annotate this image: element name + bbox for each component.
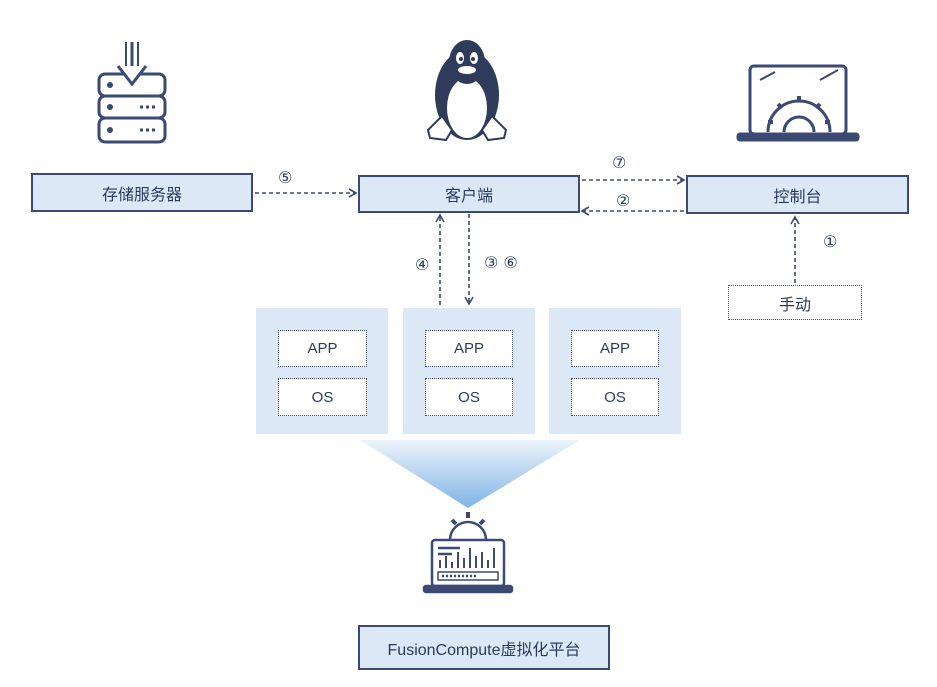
projection-beam bbox=[360, 440, 580, 508]
laptop-monitor-gear-icon bbox=[422, 512, 514, 594]
storage-server-node[interactable]: 存储服务器 bbox=[31, 173, 253, 212]
database-download-icon bbox=[97, 42, 167, 144]
laptop-gear-icon bbox=[736, 64, 860, 142]
vm3-app-label: APP bbox=[599, 340, 630, 357]
client-label: 客户端 bbox=[444, 186, 493, 205]
console-node[interactable]: 控制台 bbox=[686, 175, 909, 214]
platform-label: FusionCompute虚拟化平台 bbox=[387, 641, 581, 659]
step-label-4: ④ bbox=[415, 255, 430, 274]
manual-node[interactable]: 手动 bbox=[728, 285, 862, 320]
client-node[interactable]: 客户端 bbox=[358, 175, 580, 213]
step-label-1: ① bbox=[823, 232, 838, 251]
step-label-5: ⑤ bbox=[278, 168, 293, 187]
vm1-app[interactable]: APP bbox=[278, 330, 367, 367]
linux-penguin-icon bbox=[426, 40, 508, 142]
vm3-os[interactable]: OS bbox=[571, 378, 659, 416]
vm1-os[interactable]: OS bbox=[278, 378, 367, 416]
vm3-os-label: OS bbox=[604, 388, 626, 406]
storage-server-label: 存储服务器 bbox=[101, 184, 182, 204]
vm2-os-label: OS bbox=[458, 388, 480, 406]
vm1-os-label: OS bbox=[311, 388, 334, 406]
step-label-2: ② bbox=[616, 191, 631, 210]
vm1-app-label: APP bbox=[307, 340, 338, 357]
step-label-7: ⑦ bbox=[612, 153, 627, 172]
platform-node[interactable]: FusionCompute虚拟化平台 bbox=[358, 625, 610, 670]
console-label: 控制台 bbox=[773, 186, 822, 206]
vm2-app-label: APP bbox=[453, 340, 484, 357]
manual-label: 手动 bbox=[778, 294, 811, 314]
vm2-os[interactable]: OS bbox=[425, 378, 513, 416]
step-label-3-6: ③ ⑥ bbox=[484, 253, 518, 272]
vm2-app[interactable]: APP bbox=[425, 330, 513, 367]
vm3-app[interactable]: APP bbox=[571, 330, 659, 367]
